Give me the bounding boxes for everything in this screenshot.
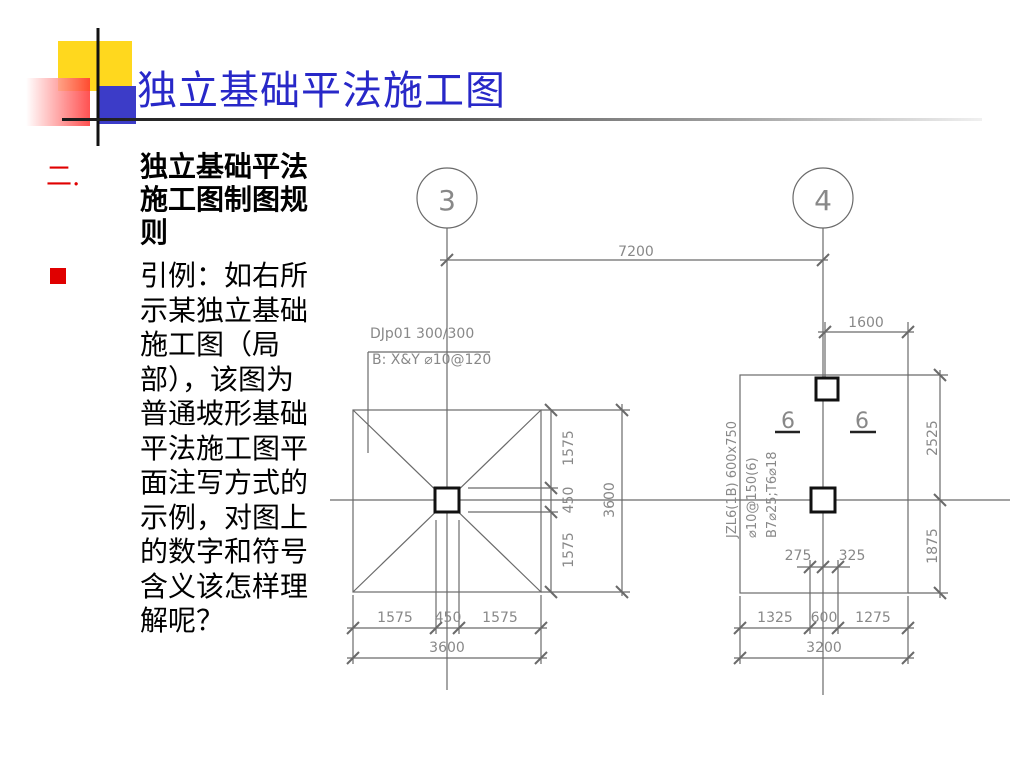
- beam-label-1: JZL6(1B) 600x750: [725, 421, 740, 539]
- dim-left-v-col: 450: [561, 487, 577, 514]
- axis-label-3: 3: [438, 184, 456, 217]
- section-number: 二.: [46, 162, 81, 192]
- dim-right-v-lower: 1875: [925, 528, 941, 564]
- dim-right-h-1: 1325: [757, 610, 793, 626]
- footing-label-2: B: X&Y ⌀10@120: [372, 352, 491, 368]
- footing-label-1: DJp01 300/300: [370, 326, 474, 342]
- axis-bubble-4: [792, 167, 854, 229]
- section-mark-right: 6: [855, 409, 869, 434]
- span-dim: 7200: [618, 244, 654, 260]
- dim-left-v-total: 3600: [602, 482, 618, 518]
- title-underline: [62, 118, 982, 121]
- dim-left-h-1: 1575: [377, 610, 413, 626]
- beam-label-2: ⌀10@150(6): [745, 457, 760, 538]
- blue-square: [98, 86, 136, 124]
- dim-right-h-2: 600: [811, 610, 838, 626]
- left-column: [433, 486, 461, 514]
- section-heading: 独立基础平法施工图制图规则: [140, 150, 309, 249]
- left-footing-outline: [352, 409, 542, 593]
- foundation-drawing: 3 4 7200 DJp01 300/300 B: X&Y ⌀10@120 15…: [330, 167, 1010, 695]
- slide-title: 独立基础平法施工图: [137, 68, 506, 114]
- dim-col-left: 275: [785, 548, 812, 564]
- dim-left-h-2: 450: [435, 610, 462, 626]
- dim-right-offset: 1600: [848, 315, 884, 331]
- axis-label-4: 4: [814, 184, 832, 217]
- corner-decoration: [26, 28, 136, 146]
- section-mark-left: 6: [781, 409, 795, 434]
- dim-left-v-top: 1575: [561, 430, 577, 466]
- dim-left-v-bottom: 1575: [561, 532, 577, 568]
- dim-right-v-upper: 2525: [925, 420, 941, 456]
- dim-left-h-total: 3600: [429, 640, 465, 656]
- right-column-upper: [814, 376, 840, 402]
- right-footing-outline: [739, 374, 909, 594]
- bullet-square-icon: [50, 268, 66, 284]
- beam-label-3: B7⌀25;T6⌀18: [765, 451, 780, 538]
- right-column-lower: [809, 486, 837, 514]
- dim-left-h-3: 1575: [482, 610, 518, 626]
- dim-col-right: 325: [839, 548, 866, 564]
- bullet-text: 引例：如右所示某独立基础施工图（局部），该图为普通坡形基础平法施工图平面注写方式…: [140, 259, 309, 637]
- dim-right-h-total: 3200: [806, 640, 842, 656]
- axis-bubble-3: [416, 167, 478, 229]
- dim-right-h-3: 1275: [855, 610, 891, 626]
